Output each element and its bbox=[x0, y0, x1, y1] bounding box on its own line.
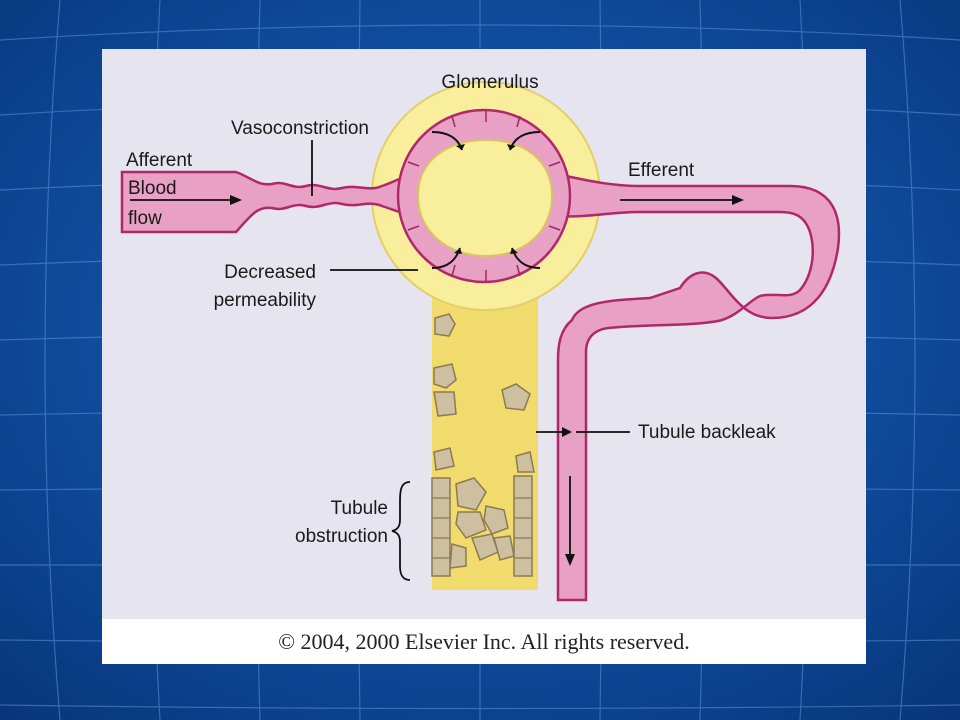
backleak-arrowhead bbox=[562, 427, 572, 437]
label-glomerulus: Glomerulus bbox=[441, 72, 538, 93]
label-tubule: Tubule bbox=[331, 498, 388, 519]
label-efferent: Efferent bbox=[628, 160, 695, 181]
kidney-diagram: Glomerulus Vasoconstriction Afferent Blo… bbox=[120, 72, 841, 602]
annotation-arrows bbox=[130, 140, 734, 581]
label-flow: flow bbox=[128, 208, 162, 229]
label-obstruction: obstruction bbox=[295, 526, 388, 547]
label-blood: Blood bbox=[128, 178, 177, 199]
tubule-debris bbox=[431, 313, 535, 577]
efferent-arrowhead bbox=[732, 195, 744, 205]
label-permeability: permeability bbox=[214, 290, 317, 311]
label-decreased: Decreased bbox=[224, 262, 316, 283]
copyright-text: © 2004, 2000 Elsevier Inc. All rights re… bbox=[278, 629, 690, 654]
afferent-arrowhead bbox=[230, 195, 242, 205]
glomerular-tuft bbox=[396, 108, 572, 284]
efferent-arteriole bbox=[554, 172, 841, 602]
figure-panel: Glomerulus Vasoconstriction Afferent Blo… bbox=[102, 49, 866, 664]
label-afferent: Afferent bbox=[126, 150, 193, 171]
label-vasoconstriction: Vasoconstriction bbox=[231, 118, 369, 139]
copyright-bar: © 2004, 2000 Elsevier Inc. All rights re… bbox=[102, 619, 866, 664]
downflow-arrowhead bbox=[565, 554, 575, 566]
filtration-space bbox=[416, 138, 554, 258]
label-tubule-backleak: Tubule backleak bbox=[638, 422, 776, 443]
